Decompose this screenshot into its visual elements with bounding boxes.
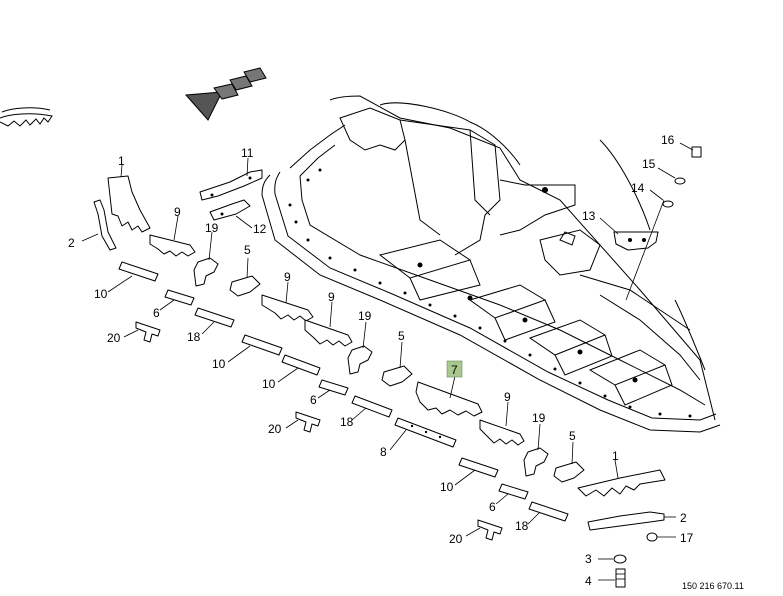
part-8-knife-back[interactable]	[389, 417, 457, 451]
part-1-knife-section-right[interactable]	[577, 459, 666, 497]
drawing-reference-code: 150 216 670.11	[682, 581, 744, 591]
callout-4: 4	[585, 574, 592, 588]
callout-2: 2	[680, 511, 687, 525]
callout-19: 19	[205, 221, 219, 235]
callout-1: 1	[118, 154, 125, 168]
callout-5: 5	[244, 243, 251, 257]
part-10-strip-a[interactable]	[107, 261, 159, 293]
callout-18: 18	[187, 330, 201, 344]
callout-9: 9	[328, 290, 335, 304]
callout-5: 5	[569, 429, 576, 443]
callout-8: 8	[380, 445, 387, 459]
callout-7: 7	[451, 363, 458, 377]
callout-labels: 1 2 9 10 11 12 19 5 6 18 20 9 9 10 10 19…	[68, 133, 694, 588]
callout-16: 16	[661, 133, 675, 147]
callout-6: 6	[310, 393, 317, 407]
callout-9: 9	[284, 270, 291, 284]
highlight-part-7	[446, 360, 463, 378]
callout-1: 1	[612, 449, 619, 463]
part-6-strip-b[interactable]	[317, 379, 349, 399]
part-12-bracket[interactable]	[209, 199, 253, 229]
part-20-clip-a[interactable]	[123, 321, 161, 343]
part-10-strip-b[interactable]	[227, 334, 283, 363]
callout-19: 19	[532, 411, 546, 425]
part-9-knife-d[interactable]	[479, 401, 525, 446]
part-9-knife-c[interactable]	[304, 301, 353, 347]
callout-13: 13	[582, 209, 596, 223]
part-19-clip-b[interactable]	[347, 321, 373, 375]
callout-10: 10	[94, 287, 108, 301]
part-10-strip-c[interactable]	[277, 354, 321, 383]
part-13-plate[interactable]	[599, 199, 665, 301]
callout-20: 20	[449, 532, 463, 546]
callout-20: 20	[107, 331, 121, 345]
partial-sketch	[0, 107, 53, 127]
part-3-washer[interactable]	[598, 554, 627, 564]
part-18-strip-c[interactable]	[527, 501, 569, 525]
part-5-plate-b[interactable]	[381, 341, 413, 387]
direction-arrow-icon	[184, 67, 267, 121]
part-19-clip-c[interactable]	[523, 423, 549, 477]
part-19-clip-a[interactable]	[193, 231, 219, 287]
callout-5: 5	[398, 329, 405, 343]
part-15-washer[interactable]	[657, 167, 686, 185]
callout-9: 9	[504, 390, 511, 404]
callout-6: 6	[153, 306, 160, 320]
part-9-knife-a[interactable]	[149, 215, 196, 257]
callout-12: 12	[253, 222, 267, 236]
callout-10: 10	[440, 480, 454, 494]
callout-11: 11	[241, 146, 254, 160]
part-20-clip-c[interactable]	[465, 519, 503, 541]
part-5-plate-c[interactable]	[553, 441, 585, 483]
callout-18: 18	[515, 519, 529, 533]
part-5-plate-a[interactable]	[229, 257, 261, 297]
callout-3: 3	[585, 552, 592, 566]
part-11-bracket[interactable]	[199, 157, 263, 201]
callout-17: 17	[680, 531, 694, 545]
callout-10: 10	[262, 377, 276, 391]
part-2-guard-left[interactable]	[81, 199, 117, 251]
callout-18: 18	[340, 415, 354, 429]
frame-holes	[288, 168, 692, 418]
part-6-strip-a[interactable]	[159, 289, 195, 311]
part-16-bolt[interactable]	[679, 142, 702, 158]
callout-14: 14	[631, 181, 645, 195]
callout-2: 2	[68, 236, 75, 250]
part-18-strip-b[interactable]	[351, 395, 393, 421]
part-2-guard-right[interactable]	[587, 511, 676, 531]
part-18-strip-a[interactable]	[194, 307, 235, 335]
part-14-washer[interactable]	[649, 189, 674, 208]
cutter-bar-frame	[261, 95, 721, 433]
callout-10: 10	[212, 357, 226, 371]
callout-9: 9	[174, 205, 181, 219]
part-20-clip-b[interactable]	[285, 411, 321, 433]
callout-19: 19	[358, 309, 372, 323]
part-1-knife-section-left[interactable]	[107, 164, 151, 233]
part-7-knife-section[interactable]	[415, 375, 483, 417]
part-17-nut[interactable]	[646, 532, 676, 542]
part-4-bolt[interactable]	[598, 568, 626, 588]
callout-20: 20	[268, 422, 282, 436]
callout-15: 15	[642, 157, 656, 171]
part-6-strip-c[interactable]	[495, 483, 529, 505]
part-9-knife-b[interactable]	[261, 281, 314, 322]
callout-6: 6	[489, 500, 496, 514]
part-10-strip-d[interactable]	[454, 457, 499, 486]
